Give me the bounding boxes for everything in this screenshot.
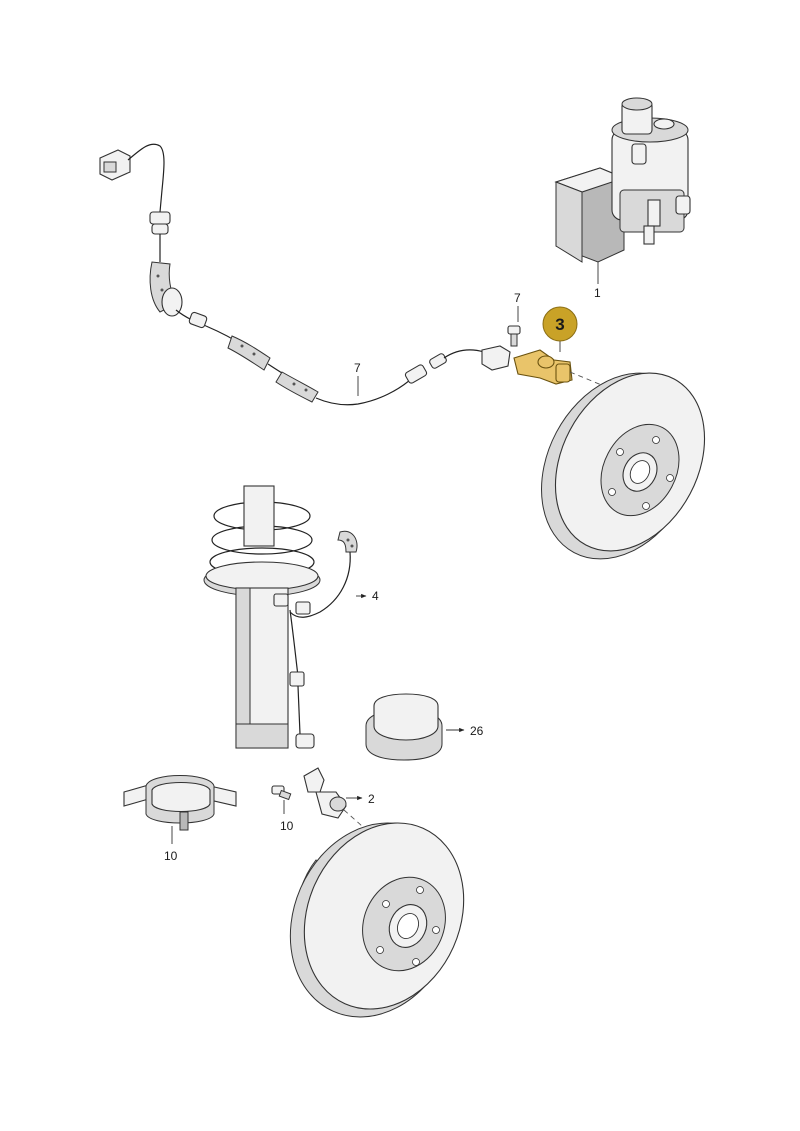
rubber-cap-illustration[interactable] — [365, 693, 465, 761]
sensor-alignment-line — [569, 371, 605, 387]
part-label-1: 1 — [594, 286, 601, 300]
abs-unit-illustration[interactable] — [554, 97, 691, 284]
part-label-4: 4 — [372, 589, 379, 603]
speed-sensor-rear-illustration[interactable] — [303, 767, 363, 827]
suspension-strut — [203, 485, 321, 749]
part-label-26: 26 — [470, 724, 484, 738]
part-label-2: 2 — [368, 792, 375, 806]
sensor-wire-harness-illustration[interactable] — [99, 143, 511, 406]
part-label-5-visible: 7 — [354, 361, 361, 375]
screw-upper-illustration[interactable] — [507, 306, 521, 347]
bracket-clamp-illustration[interactable] — [123, 775, 237, 845]
part-label-7-upper: 7 — [514, 291, 521, 305]
part-label-7-lower-visible: 10 — [280, 819, 294, 833]
callout-3-bubble — [542, 306, 578, 342]
callout-3[interactable]: 3 — [542, 306, 578, 342]
sensor-wire-strut-illustration[interactable] — [273, 530, 367, 749]
brake-disc-upper — [541, 372, 706, 560]
part-label-10: 10 — [164, 849, 178, 863]
callout-3-label: 3 — [555, 315, 564, 334]
screw-lower-illustration[interactable] — [271, 785, 292, 814]
speed-sensor-highlighted[interactable] — [513, 340, 573, 385]
brake-disc-lower — [289, 822, 465, 1018]
